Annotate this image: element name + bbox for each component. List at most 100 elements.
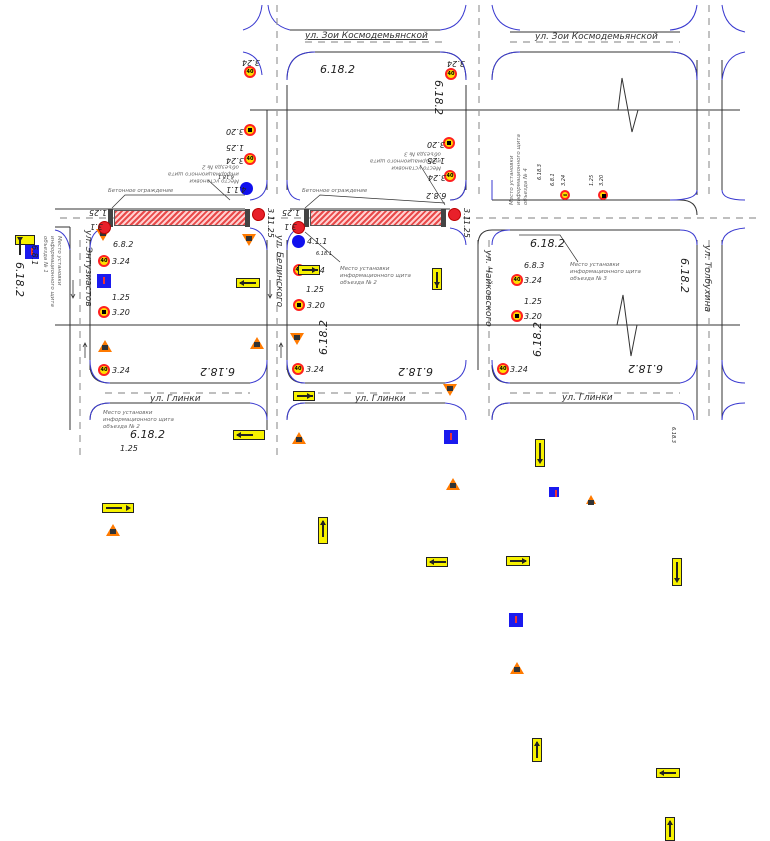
- roadworks-sign: [250, 337, 264, 349]
- roadworks-sign: [586, 495, 596, 505]
- curb-arc: [249, 227, 268, 251]
- block-outline: [477, 229, 493, 246]
- no-parking-sign: [598, 190, 608, 200]
- speed-limit-sign: 40: [444, 170, 456, 182]
- curb-arc: [444, 402, 467, 421]
- curb-arc: [679, 402, 695, 421]
- barrier-end-block: [245, 209, 250, 227]
- speed-value: 40: [246, 68, 254, 76]
- curb-arc: [89, 402, 111, 421]
- street-label-belinskogo: ул. Белинского: [274, 235, 284, 308]
- no-parking-sign: [511, 310, 523, 322]
- detour-sign: [665, 817, 675, 841]
- sign-code: 3.1: [284, 222, 297, 231]
- sign-code: 4.1.1: [226, 185, 247, 194]
- detour-sign: [15, 235, 35, 255]
- sign-code: 1.25: [306, 285, 324, 294]
- speed-limit-sign: 40: [98, 364, 110, 376]
- speed-value: 40: [100, 366, 108, 374]
- sign-code: 3.24: [510, 365, 528, 374]
- curb-arc: [721, 227, 746, 246]
- block-outline: [491, 402, 680, 421]
- sign-code: 6.18.2: [200, 365, 235, 378]
- detour-sign: [656, 768, 680, 778]
- curb-arc: [491, 402, 511, 421]
- curb-arc: [242, 4, 263, 31]
- roadworks-sign: [446, 478, 460, 490]
- block-outline: [449, 179, 467, 201]
- detour-sign: [293, 391, 315, 401]
- detour-sign: [236, 278, 260, 288]
- no-entry-sign: [252, 208, 265, 221]
- curb-arc: [721, 402, 746, 421]
- curb-arc: [679, 229, 698, 246]
- sign-code: 3.20: [427, 140, 445, 149]
- speed-value: 40: [562, 192, 568, 198]
- detour-sign: [535, 439, 545, 467]
- sign-code: 6.18.2: [13, 262, 26, 297]
- lane-sign-6-8-1: [549, 487, 559, 497]
- speed-limit-sign: 40: [511, 274, 523, 286]
- sign-code: 3.24: [561, 174, 567, 186]
- detour-sign: [672, 558, 682, 586]
- arrow-down-icon: [267, 280, 273, 299]
- centerlines: [60, 5, 760, 460]
- roadworks-sign: [98, 340, 112, 352]
- sign-code: 6.8.1: [30, 245, 39, 266]
- sign-code: 3.24: [306, 365, 324, 374]
- roadworks-sign: [242, 234, 256, 246]
- sign-code: 1.25: [266, 220, 275, 238]
- curb-arc: [89, 359, 111, 384]
- sign-code: 3.24: [226, 156, 244, 165]
- sign-code: 3.20: [307, 301, 325, 310]
- no-parking-sign: [293, 299, 305, 311]
- barrier-label: Бетонное ограждение: [302, 188, 368, 194]
- break-symbol: [610, 294, 638, 357]
- roadworks-sign: [292, 432, 306, 444]
- curb-arc: [249, 359, 268, 384]
- sign-code: 6.18.2: [398, 365, 433, 378]
- curb-arc: [721, 359, 746, 384]
- curb-arc: [491, 51, 521, 81]
- curb-arc: [444, 359, 467, 384]
- sign-code: 6.8.3: [524, 261, 545, 270]
- speed-value: 40: [294, 365, 302, 373]
- detour-sign: [318, 517, 328, 544]
- detour-sign: [532, 738, 542, 762]
- sign-code: 3.20: [226, 127, 244, 136]
- no-entry-sign: [292, 221, 305, 234]
- sign-code: 6.18.3: [537, 164, 543, 180]
- no-parking-sign: [443, 137, 455, 149]
- concrete-barrier-1: [114, 210, 246, 226]
- detour-sign: [506, 556, 530, 566]
- curb-arc: [439, 4, 467, 31]
- speed-value: 40: [446, 172, 454, 180]
- curb-arc: [286, 51, 316, 81]
- detour-sign: [432, 268, 442, 290]
- street-label-entuziastov: ул. Энтузиастов: [83, 230, 93, 307]
- curb-arc: [439, 51, 467, 81]
- ahead-only-sign: [240, 182, 253, 195]
- leader-lines: [111, 164, 579, 263]
- barrier-label: Бетонное ограждение: [108, 188, 174, 194]
- info-board-note-1: Место установки информационного щита объ…: [42, 236, 62, 307]
- curb-arc: [721, 51, 746, 81]
- sign-code: 6.18.2: [320, 63, 355, 76]
- concrete-barrier-2: [310, 210, 442, 226]
- barrier-end-block: [304, 209, 309, 227]
- street-label-glinki: ул. Глинки: [150, 394, 201, 404]
- speed-value: 40: [513, 276, 521, 284]
- direction-arrows: [70, 280, 284, 358]
- no-entry-sign: [448, 208, 461, 221]
- barrier-end-block: [108, 209, 113, 227]
- curb-arc: [249, 402, 268, 421]
- roadworks-sign: [106, 524, 120, 536]
- curb-arc: [449, 179, 467, 201]
- roadworks-sign: [290, 333, 304, 345]
- leader-line: [419, 164, 446, 206]
- detour-sign: [298, 265, 320, 275]
- sign-code: 3.24: [524, 276, 542, 285]
- speed-limit-sign: 40: [497, 363, 509, 375]
- speed-limit-sign: 40: [244, 66, 256, 78]
- curb-arc: [491, 229, 511, 246]
